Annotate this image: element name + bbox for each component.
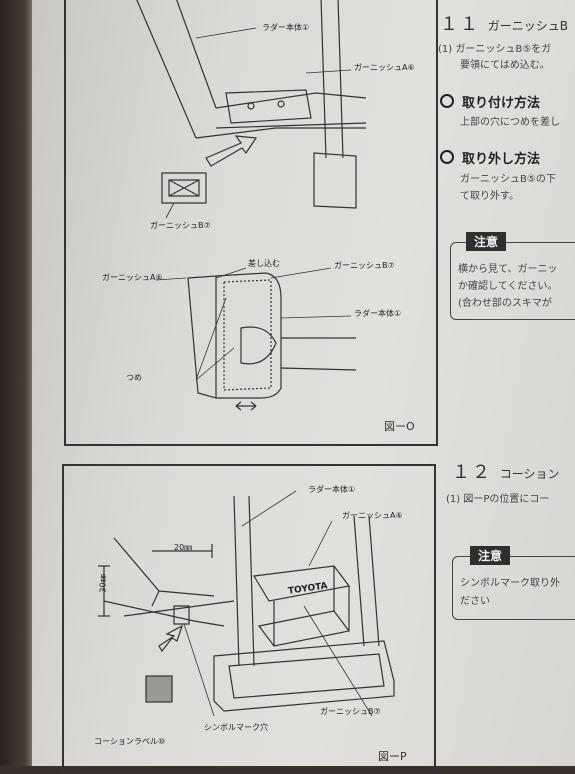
caution-12-line2: ださい [460,596,490,607]
label-claw: つめ [126,373,142,382]
label-garnish-a-mid: ガーニッシュA⑥ [102,273,163,282]
section-12-step1: (1) 図ーPの位置にコー [446,494,550,505]
section-12-title: コーション [499,467,560,481]
caution-box-12 [452,556,575,620]
section-11-heading: １１ ガーニッシュB [440,10,568,36]
figure-o: ラダー本体① ガーニッシュA⑥ ガーニッシュB⑦ ガーニッシュA⑥ 差し込む ガ… [64,0,438,446]
caution-11-line3: (合わせ部のスキマが [458,298,552,309]
label-ladder-body-mid: ラダー本体① [354,309,402,318]
caution-11-line2: か確認してください。 [458,281,558,292]
caution-tag-12: 注意 [470,546,511,565]
section-12-heading: １２ コーション [452,458,560,484]
caution-12-line1: シンボルマーク取り外 [460,578,560,589]
section-11-number: １１ [440,14,480,35]
section-11-step1-line1: (1) ガーニッシュB⑤をガ [438,44,552,55]
label-ladder-body-p: ラダー本体① [308,485,356,494]
section-11-title: ガーニッシュB [487,19,568,33]
page-edge-shadow [0,0,36,766]
remove-method-heading: 取り外し方法 [440,148,540,167]
label-dim-30: 30㎜ [98,574,108,593]
label-garnish-b-p: ガーニッシュB⑦ [320,707,381,716]
circle-bullet-icon [440,150,454,164]
label-caution-label: コーションラベル⑩ [94,737,166,746]
section-12-number: １２ [452,462,492,483]
figure-p-drawing [98,490,395,717]
label-garnish-a: ガーニッシュA⑥ [354,63,415,72]
install-method-text: 上部の穴につめを差し [460,117,560,128]
caution-box-11 [450,242,575,320]
figure-p: ラダー本体① ガーニッシュA⑥ 20㎜ 30㎜ TOYOTA シンボルマーク穴 … [62,464,436,774]
label-insert: 差し込む [248,259,280,268]
figure-o-drawing [136,0,367,411]
label-garnish-a-p: ガーニッシュA⑥ [342,511,403,520]
figure-o-caption: 図ーO [384,420,415,433]
label-ladder-body: ラダー本体① [262,23,310,32]
remove-method-line1: ガーニッシュB⑤の下 [460,174,556,185]
label-garnish-b-mid: ガーニッシュB⑦ [334,261,395,270]
circle-bullet-icon [440,94,454,108]
caution-11-line1: 横から見て、ガーニッ [458,264,558,275]
section-11-step1-line2: 要領にてはめ込む。 [460,60,550,71]
caution-tag-11: 注意 [466,232,507,251]
label-symbol-hole: シンボルマーク穴 [204,723,268,732]
install-method-heading: 取り付け方法 [440,92,540,111]
figure-p-caption: 図ーP [378,750,407,763]
label-garnish-b: ガーニッシュB⑦ [150,221,211,230]
remove-method-line2: て取り外す。 [460,191,519,202]
label-dim-20: 20㎜ [174,543,193,552]
